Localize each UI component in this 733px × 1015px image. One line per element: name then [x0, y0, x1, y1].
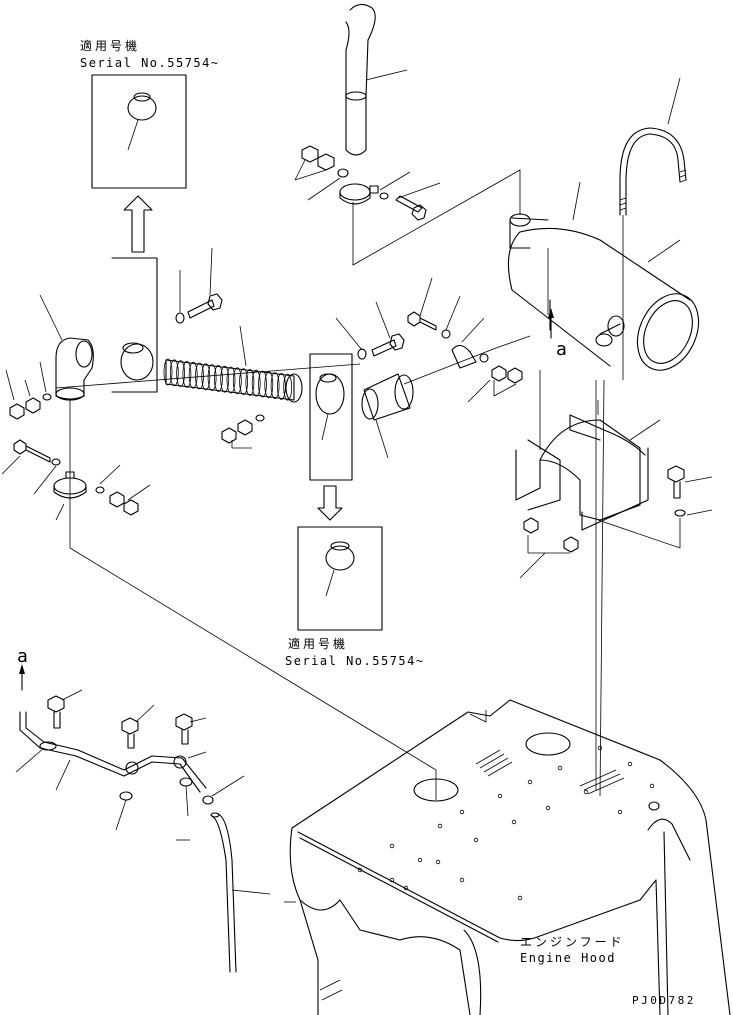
bellows-ring: [213, 364, 223, 392]
inset-box-mid: [297, 526, 383, 631]
hood-hole: [627, 761, 633, 767]
engine-hood: [289, 379, 731, 1015]
hood-hole: [437, 823, 443, 829]
bellows-ring: [226, 366, 236, 394]
bellows-ring: [232, 367, 242, 395]
serial-label-mid-en: Serial No.55754~: [285, 654, 425, 668]
hood-hole: [357, 867, 363, 873]
hood-hole: [583, 789, 589, 795]
bellows-ring: [163, 358, 173, 386]
hood-hole: [389, 843, 395, 849]
ref-letter-a-lower: a: [17, 646, 29, 667]
bellows-ring: [283, 373, 293, 401]
hood-hole: [545, 805, 551, 811]
bracket-inset-left: [111, 257, 158, 393]
hood-hole: [459, 809, 465, 815]
hood-hole: [649, 783, 655, 789]
bracket-inset-mid: [309, 353, 353, 481]
bellows-ring: [264, 371, 274, 399]
serial-label-mid-jp: 適用号機: [288, 636, 348, 651]
nuts-left: [5, 361, 52, 420]
bellows-ring: [251, 369, 261, 397]
hood-hole: [403, 885, 409, 891]
exhaust-tailpipe: [345, 3, 408, 156]
bellows-ring: [239, 368, 249, 396]
hood-hole: [497, 793, 503, 799]
hood-hole: [617, 809, 623, 815]
bellows-ring: [207, 364, 217, 392]
tube-bolts: [47, 689, 207, 841]
hood-hole: [557, 765, 563, 771]
u-bolt: [619, 77, 687, 380]
bellows-ring: [201, 363, 211, 391]
bellows-ring: [195, 362, 204, 390]
bellows-ring: [176, 360, 186, 388]
bracket-nuts: [519, 517, 579, 579]
nuts-center: [221, 414, 265, 449]
hood-holes: [357, 745, 655, 901]
hood-hole: [435, 859, 441, 865]
bellows-ring: [270, 372, 280, 400]
elbow-pipe: [39, 294, 94, 401]
hood-hole: [417, 857, 423, 863]
bellows-ring: [245, 368, 255, 396]
hood-hole: [389, 877, 395, 883]
up-arrow-lower-icon: [19, 664, 25, 691]
serial-label-top-en: Serial No.55754~: [80, 56, 220, 70]
bolt-left: [1, 439, 61, 495]
nuts-top: [294, 145, 349, 201]
inset-box-top: [91, 74, 187, 189]
drain-down-tube: [210, 812, 296, 973]
adapter-pipe: [361, 373, 414, 459]
engine-hood-label-en: Engine Hood: [520, 951, 616, 965]
bellows-ring: [182, 360, 192, 388]
hood-hole: [517, 895, 523, 901]
ref-letter-a-upper: a: [556, 339, 568, 360]
bellows-ring: [220, 365, 230, 393]
hood-hole: [459, 877, 465, 883]
up-arrow-small-icon: [548, 308, 554, 339]
hood-hole: [597, 745, 603, 751]
bellows-ring: [276, 372, 286, 400]
hood-hole: [511, 819, 517, 825]
hood-hole: [473, 837, 479, 843]
muffler: [507, 181, 700, 371]
bolt-center-left: [175, 247, 223, 324]
down-arrow-icon: [317, 485, 343, 521]
serial-label-top-jp: 適用号機: [80, 38, 140, 53]
drawing-code: PJ0D782: [632, 994, 696, 1007]
bellows-ring: [258, 370, 267, 398]
clamp-right-center: [403, 277, 531, 403]
bolt-center: [335, 301, 405, 360]
up-arrow-icon: [123, 195, 153, 253]
bolt-right: [597, 465, 713, 549]
hood-hole: [527, 779, 533, 785]
flex-hose: [163, 325, 303, 403]
bellows-ring: [188, 361, 198, 389]
drain-tube: [15, 711, 245, 805]
bellows-ring: [169, 359, 179, 387]
clamp-left: [53, 464, 151, 521]
clamp-top: [339, 171, 441, 221]
muffler-bracket: [515, 370, 661, 531]
engine-hood-label-jp: エンジンフード: [520, 935, 625, 949]
